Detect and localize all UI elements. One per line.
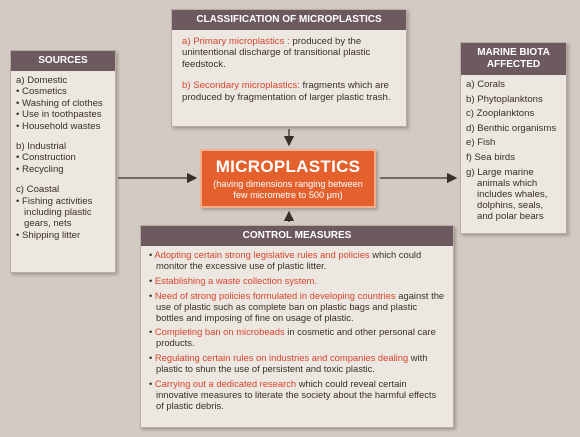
list-item: • Need of strong policies formulated in … — [149, 289, 445, 323]
sources-title: SOURCES — [11, 51, 115, 71]
sources-box: SOURCES a) Domestic • Cosmetics • Washin… — [10, 50, 116, 273]
control-measures-box: CONTROL MEASURES • Adopting certain stro… — [140, 225, 454, 428]
secondary-microplastics-text: b) Secondary microplastics: fragments wh… — [182, 80, 396, 103]
item-text: with plastic to shun the use of persiste… — [156, 352, 428, 375]
item-text: in cosmetic and other personal care prod… — [156, 326, 436, 349]
list-item: f) Sea birds — [466, 151, 516, 163]
group-heading: a) Domestic — [16, 75, 68, 86]
marine-biota-box: MARINE BIOTA AFFECTED a) Corals b) Phyto… — [460, 42, 567, 234]
highlight-text: Establishing a waste collection system. — [154, 274, 317, 286]
list-item: • Construction — [16, 152, 76, 164]
list-item: • Carrying out a dedicated research whic… — [149, 378, 437, 411]
center-subtitle: (having dimensions ranging between few m… — [213, 179, 363, 200]
sources-body: a) Domestic • Cosmetics • Washing of clo… — [11, 71, 115, 254]
list-item: b) Phytoplanktons — [466, 93, 543, 105]
sources-group-coastal: c) Coastal • Fishing activities includin… — [16, 184, 110, 241]
list-item: • Completing ban on microbeads in cosmet… — [149, 326, 436, 349]
sources-group-domestic: a) Domestic • Cosmetics • Washing of clo… — [16, 75, 110, 132]
primary-label: a) Primary microplastics : — [182, 36, 290, 47]
list-item: e) Fish — [466, 137, 496, 149]
classification-title: CLASSIFICATION OF MICROPLASTICS — [172, 10, 406, 30]
control-title: CONTROL MEASURES — [141, 226, 453, 246]
highlight-text: Completing ban on microbeads — [154, 326, 285, 338]
item-text: which could reveal certain innovative me… — [156, 378, 437, 411]
item-text: which could monitor the excessive use of… — [156, 249, 422, 271]
item-text: against the use of plastic such as compl… — [156, 289, 445, 323]
highlight-text: Need of strong policies formulated in de… — [154, 289, 396, 301]
list-item: • Household wastes — [16, 120, 101, 132]
center-title: MICROPLASTICS — [215, 157, 361, 176]
list-item: c) Zooplanktons — [466, 108, 535, 120]
list-item: • Cosmetics — [16, 86, 67, 98]
list-item: • Establishing a waste collection system… — [149, 274, 317, 286]
group-heading: c) Coastal — [16, 184, 60, 196]
sources-group-industrial: b) Industrial • Construction • Recycling — [16, 141, 110, 175]
primary-description: produced by the unintentional discharge … — [182, 36, 371, 70]
secondary-description: fragments which are produced by fragment… — [182, 80, 391, 103]
biota-title: MARINE BIOTA AFFECTED — [461, 43, 566, 75]
primary-microplastics-text: a) Primary microplastics : produced by t… — [182, 36, 396, 70]
group-heading: b) Industrial — [16, 141, 67, 153]
classification-box: CLASSIFICATION OF MICROPLASTICS a) Prima… — [171, 9, 407, 127]
highlight-text: Carrying out a dedicated research — [154, 378, 297, 390]
list-item: g) Large marine animals which includes w… — [466, 166, 548, 223]
list-item: • Use in toothpastes — [16, 109, 102, 121]
list-item: • Adopting certain strong legislative ru… — [149, 249, 422, 271]
list-item: • Regulating certain rules on industries… — [149, 352, 428, 375]
classification-body: a) Primary microplastics : produced by t… — [172, 30, 406, 119]
microplastics-center-box: MICROPLASTICS (having dimensions ranging… — [200, 149, 376, 208]
highlight-text: Regulating certain rules on industries a… — [154, 352, 409, 364]
list-item: a) Corals — [466, 79, 505, 90]
list-item: • Shipping litter — [16, 229, 81, 241]
secondary-label: b) Secondary microplastics: — [182, 80, 300, 92]
biota-body: a) Corals b) Phytoplanktons c) Zooplankt… — [461, 75, 566, 230]
control-body: • Adopting certain strong legislative ru… — [141, 246, 453, 420]
list-item: • Recycling — [16, 163, 64, 175]
highlight-text: Adopting certain strong legislative rule… — [154, 249, 370, 260]
list-item: d) Benthic organisms — [466, 122, 557, 134]
list-item: • Washing of clothes — [16, 97, 103, 109]
list-item: • Fishing activities including plastic g… — [16, 195, 93, 230]
